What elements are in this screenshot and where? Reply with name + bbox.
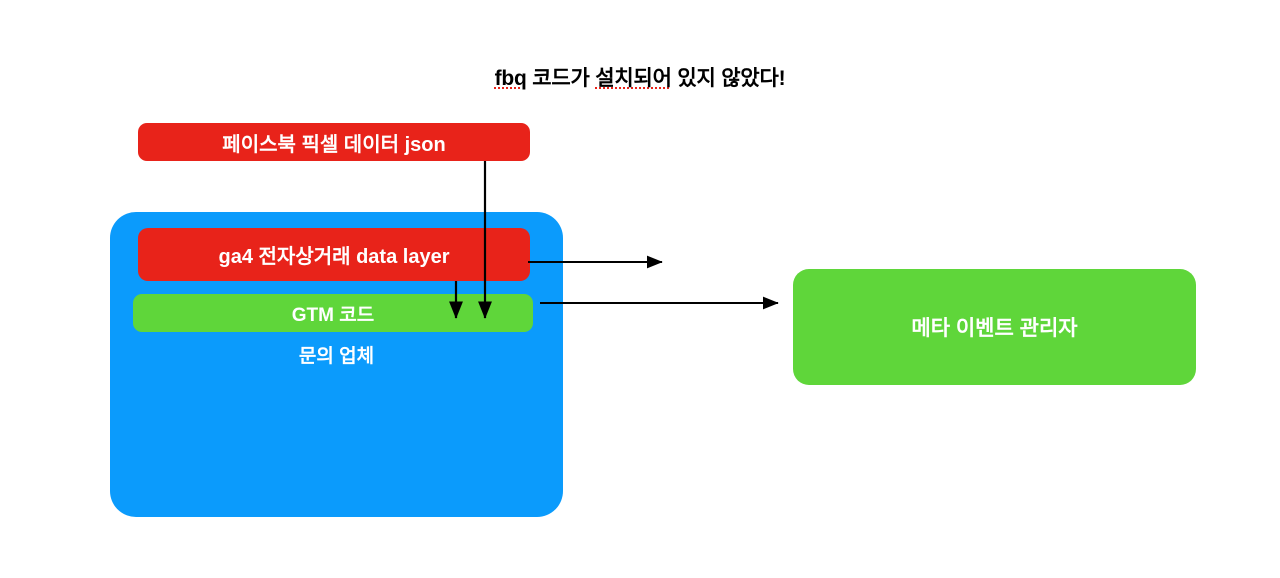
node-gtm-code[interactable]: GTM 코드 [133, 294, 533, 332]
title-segment-fbq: fbq [494, 67, 527, 90]
page-title: fbq 코드가 설치되어 있지 않았다! [0, 62, 1280, 92]
node-company-container-label: 문의 업체 [298, 346, 375, 367]
title-segment-plain-2: 있지 않았다! [671, 67, 786, 90]
node-ga4-data-layer[interactable]: ga4 전자상거래 data layer [138, 228, 530, 281]
node-meta-event-manager-label: 메타 이벤트 관리자 [911, 317, 1078, 340]
title-segment-installed: 설치되어 [595, 67, 672, 90]
node-ga4-data-layer-label: ga4 전자상거래 data layer [218, 246, 450, 268]
node-facebook-pixel-json-label: 페이스북 픽셀 데이터 json [222, 133, 446, 156]
node-meta-event-manager[interactable]: 메타 이벤트 관리자 [793, 269, 1196, 385]
title-segment-plain-1: 코드가 [526, 67, 596, 90]
node-facebook-pixel-json[interactable]: 페이스북 픽셀 데이터 json [138, 123, 530, 161]
node-gtm-code-label: GTM 코드 [291, 304, 375, 326]
